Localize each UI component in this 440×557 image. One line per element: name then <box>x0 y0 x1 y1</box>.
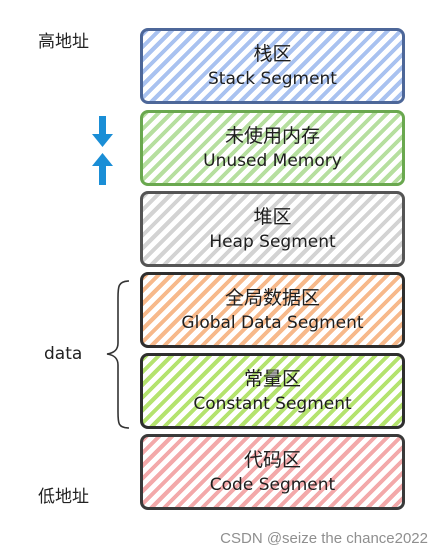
segment-en-label: Heap Segment <box>209 231 336 252</box>
high-address-label: 高地址 <box>38 32 89 52</box>
segment-cn-label: 代码区 <box>243 448 301 471</box>
segment-en-label: Stack Segment <box>208 68 337 89</box>
segment-en-label: Constant Segment <box>193 393 352 414</box>
constant-segment-box: 常量区 Constant Segment <box>140 353 405 429</box>
arrow-down-icon <box>92 116 113 147</box>
segment-cn-label: 全局数据区 <box>224 286 320 309</box>
global-data-segment-box: 全局数据区 Global Data Segment <box>140 272 405 348</box>
data-label: data <box>44 344 83 364</box>
segment-cn-label: 常量区 <box>243 367 301 390</box>
stack-segment-box: 栈区 Stack Segment <box>140 28 405 104</box>
segment-cn-label: 堆区 <box>253 205 292 228</box>
watermark-text: CSDN @seize the chance2022 <box>220 530 428 547</box>
segment-en-label: Code Segment <box>209 474 336 495</box>
segment-en-label: Global Data Segment <box>181 312 364 333</box>
unused-memory-box: 未使用内存 Unused Memory <box>140 110 405 186</box>
arrow-up-icon <box>92 153 113 185</box>
segment-cn-label: 未使用内存 <box>224 124 320 147</box>
segment-en-label: Unused Memory <box>203 150 342 171</box>
curly-brace-icon <box>106 280 130 429</box>
segment-cn-label: 栈区 <box>253 42 292 65</box>
heap-segment-box: 堆区 Heap Segment <box>140 191 405 267</box>
low-address-label: 低地址 <box>38 487 89 507</box>
code-segment-box: 代码区 Code Segment <box>140 434 405 510</box>
